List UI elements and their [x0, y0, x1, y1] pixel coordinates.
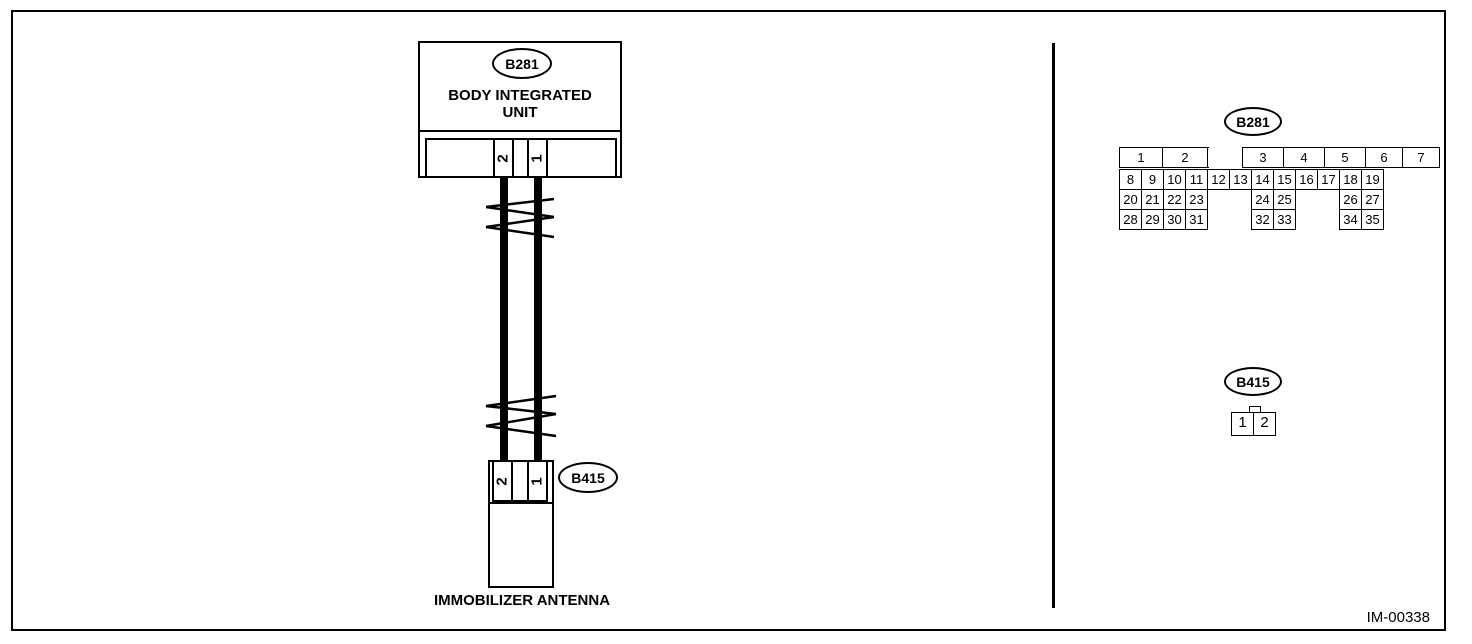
section-divider: [1052, 43, 1055, 608]
b415-pin-1: 1: [527, 460, 548, 502]
b281-view-badge-text: B281: [1236, 113, 1270, 130]
b281-pin-cell: 5: [1324, 147, 1366, 168]
b281-pin-cell: 31: [1185, 209, 1208, 230]
b281-pin-cell: 2: [1162, 147, 1208, 168]
b281-pin-cell: 26: [1339, 189, 1362, 210]
b281-grid-row-4: 28 29 30 31 32 33 34 35: [1119, 209, 1384, 230]
b415-view-badge: B415: [1224, 367, 1282, 396]
unit-name-line1: BODY INTEGRATED: [448, 87, 592, 104]
wire-pin-1: [534, 178, 542, 460]
b281-pin-cell: 28: [1119, 209, 1142, 230]
b281-pin-cell: 11: [1185, 169, 1208, 190]
immobilizer-antenna-label: IMMOBILIZER ANTENNA: [433, 592, 611, 609]
b281-blank-cell: [1230, 210, 1252, 230]
b281-grid-row-3: 20 21 22 23 24 25 26 27: [1119, 189, 1384, 210]
b281-pin-cell: 35: [1361, 209, 1384, 230]
b281-pin-cell: 9: [1141, 169, 1164, 190]
b281-badge-text: B281: [505, 55, 539, 72]
b281-view-badge: B281: [1224, 107, 1282, 136]
b415-pin-spacer: [513, 460, 527, 502]
b281-blank-cell: [1230, 190, 1252, 210]
wire-pin-2: [500, 178, 508, 460]
b415-view-badge-text: B415: [1236, 373, 1270, 390]
b281-pin-cell: 22: [1163, 189, 1186, 210]
b281-pin-cell: 19: [1361, 169, 1384, 190]
figure-code: IM-00338: [1366, 609, 1430, 626]
b281-pin-1: 1: [527, 138, 548, 178]
b281-pin-2: 2: [493, 138, 514, 178]
b281-pin-cell: 7: [1402, 147, 1440, 168]
b281-pin-cell: 24: [1251, 189, 1274, 210]
b281-blank-cell: [1318, 210, 1340, 230]
b415-connector-badge: B415: [558, 462, 618, 493]
b281-blank-cell: [1318, 190, 1340, 210]
b281-pin-cell: 16: [1295, 169, 1318, 190]
b415-pin-2: 2: [492, 460, 513, 502]
b281-grid-row-1: 1 2 3 4 5 6 7: [1119, 147, 1440, 168]
b281-pin-cell: 18: [1339, 169, 1362, 190]
b281-pin-cell: 21: [1141, 189, 1164, 210]
b281-pin-cell: 25: [1273, 189, 1296, 210]
b281-pin-grid: 1 2 3 4 5 6 7: [1119, 147, 1440, 168]
b281-pin-cell: 17: [1317, 169, 1340, 190]
twisted-pair-marker-bottom: [485, 394, 557, 438]
unit-separator: [418, 130, 622, 132]
b281-pin-cell: 6: [1365, 147, 1403, 168]
b281-pin-cell: 29: [1141, 209, 1164, 230]
b281-pin-cell: 14: [1251, 169, 1274, 190]
b281-pin-cell: 30: [1163, 209, 1186, 230]
b281-blank-cell: [1296, 210, 1318, 230]
b281-pin-cell: 32: [1251, 209, 1274, 230]
b415-badge-text: B415: [571, 469, 605, 486]
b281-blank-cell: [1296, 190, 1318, 210]
b415-view-pin-1: 1: [1231, 412, 1254, 436]
b281-pin-cell: 15: [1273, 169, 1296, 190]
b281-pin-cell: 27: [1361, 189, 1384, 210]
b281-pin-cell: 23: [1185, 189, 1208, 210]
b281-pin-cell: 13: [1229, 169, 1252, 190]
b281-pin-cell: 1: [1119, 147, 1163, 168]
b281-pin-2-label: 2: [495, 153, 512, 163]
b281-pin-cell: 3: [1242, 147, 1284, 168]
b281-connector-badge: B281: [492, 48, 552, 79]
b415-pin-1-label: 1: [529, 476, 546, 486]
b281-pin-cell: 8: [1119, 169, 1142, 190]
b281-pin-cell: 4: [1283, 147, 1325, 168]
b281-pin-cell: 20: [1119, 189, 1142, 210]
b415-pin-2-label: 2: [494, 476, 511, 486]
b415-view-pin-2: 2: [1253, 412, 1276, 436]
diagram-frame: [11, 10, 1446, 631]
b281-blank-cell: [1208, 210, 1230, 230]
antenna-separator: [488, 502, 554, 504]
b281-pin-cell: 12: [1207, 169, 1230, 190]
b281-pin-1-label: 1: [529, 153, 546, 163]
b281-pin-cell: 34: [1339, 209, 1362, 230]
twisted-pair-marker-top: [485, 197, 555, 239]
b281-pin-spacer: [514, 138, 527, 178]
b281-pin-cell: 33: [1273, 209, 1296, 230]
body-integrated-unit-label: BODY INTEGRATED UNIT: [418, 87, 622, 121]
b281-blank-cell: [1208, 190, 1230, 210]
b281-grid-row-2: 8 9 10 11 12 13 14 15 16 17 18 19: [1119, 169, 1384, 190]
b281-blank-cell: [1208, 148, 1243, 168]
unit-name-line2: UNIT: [502, 104, 538, 121]
b415-view-latch: [1249, 406, 1261, 413]
b281-pin-cell: 10: [1163, 169, 1186, 190]
b281-pin-grid-lower: 8 9 10 11 12 13 14 15 16 17 18 19 20 21 …: [1119, 169, 1384, 230]
